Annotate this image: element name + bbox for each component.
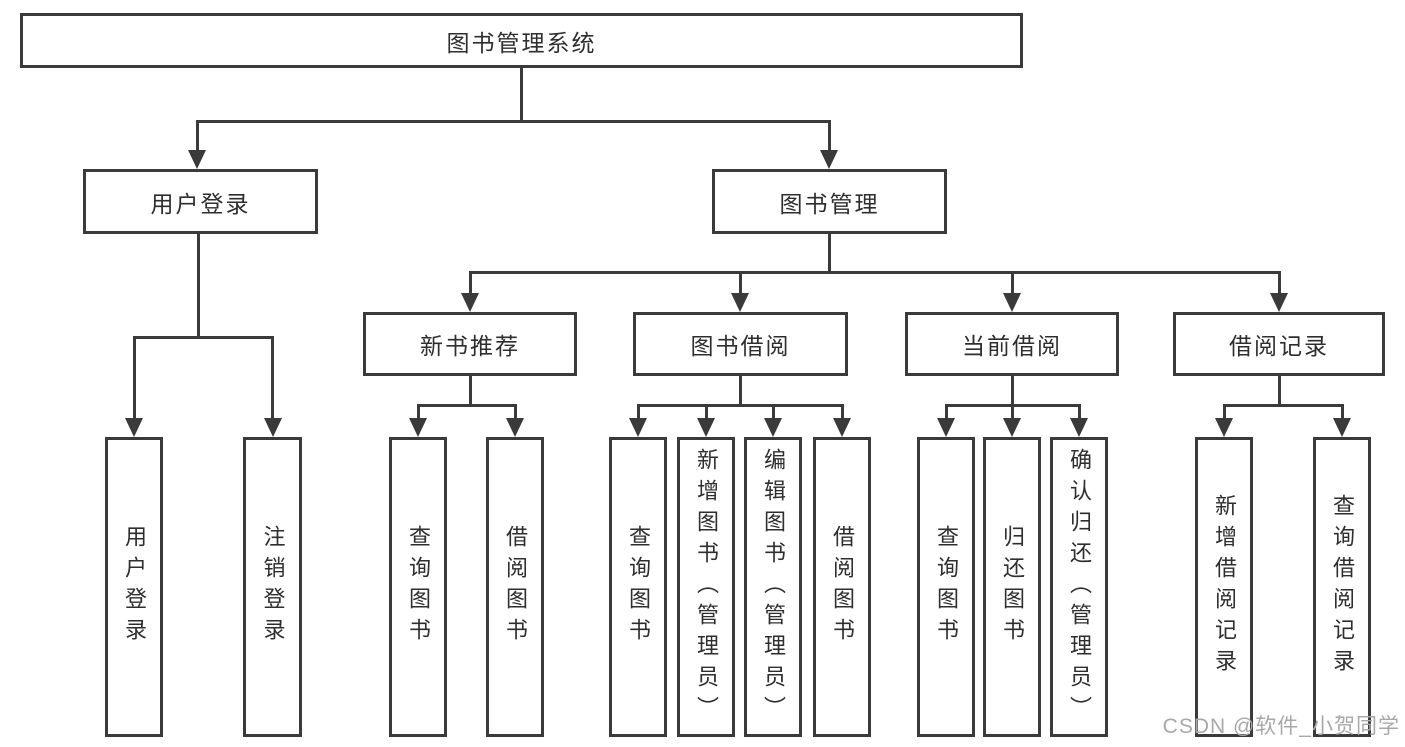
leaf-edit-books-admin-label: 编辑图书（管理员） [761, 447, 786, 727]
node-new-book-recommend: 新书推荐 [363, 312, 577, 376]
arrowhead-leaf [1215, 418, 1233, 437]
connector-stem-login-leaf2 [271, 336, 274, 421]
arrowhead-book-borrow [731, 293, 749, 312]
connector-stem-leaf [417, 404, 420, 422]
arrowhead-leaf [1003, 418, 1021, 437]
connector-stem-leaf [1341, 404, 1344, 422]
connector-stem-leaf [1223, 404, 1226, 422]
node-book-borrow-label: 图书借阅 [690, 333, 791, 359]
leaf-borrow-books-2-label: 借阅图书 [830, 525, 855, 649]
arrowhead-leaf [697, 418, 715, 437]
connector-new-books-horizontal [417, 404, 517, 407]
connector-stem-leaf [945, 404, 948, 422]
connector-stem-book-borrow [739, 271, 742, 296]
connector-borrow-records-down [1278, 376, 1281, 406]
connector-stem-new-books [469, 271, 472, 296]
arrowhead-leaf [629, 418, 647, 437]
watermark: CSDN @软件_小贺同学 [1162, 715, 1400, 738]
arrowhead-new-books [461, 293, 479, 312]
connector-book-borrow-horizontal [637, 404, 843, 407]
arrowhead-login-leaf1 [125, 418, 143, 437]
connector-level1-horizontal [196, 120, 831, 123]
leaf-query-borrow-record-label: 查询借阅记录 [1330, 494, 1355, 680]
node-book-management-label: 图书管理 [779, 190, 880, 217]
arrowhead-current-borrow [1003, 293, 1021, 312]
connector-root-stem [520, 68, 523, 121]
connector-stem-leaf [841, 404, 844, 422]
leaf-query-books-2: 查询图书 [609, 437, 667, 737]
connector-stem-user-login [196, 120, 199, 153]
connector-stem-leaf [514, 404, 517, 422]
connector-stem-current-borrow [1011, 271, 1014, 296]
node-borrow-records: 借阅记录 [1173, 312, 1385, 376]
node-current-borrow: 当前借阅 [905, 312, 1119, 376]
leaf-edit-books-admin: 编辑图书（管理员） [744, 437, 802, 737]
leaf-add-books-admin: 新增图书（管理员） [677, 437, 735, 737]
leaf-query-borrow-record: 查询借阅记录 [1313, 437, 1371, 737]
arrowhead-leaf [1070, 418, 1088, 437]
leaf-logout: 注销登录 [243, 437, 302, 737]
connector-stem-leaf [705, 404, 708, 422]
arrowhead-leaf [764, 418, 782, 437]
connector-new-books-down [469, 376, 472, 406]
arrowhead-leaf [409, 418, 427, 437]
arrowhead-leaf [833, 418, 851, 437]
node-root: 图书管理系统 [20, 13, 1023, 68]
arrowhead-user-login [188, 150, 206, 169]
connector-user-login-down [197, 234, 200, 337]
arrowhead-leaf [1333, 418, 1351, 437]
leaf-return-books: 归还图书 [983, 437, 1041, 737]
node-current-borrow-label: 当前借阅 [962, 333, 1062, 359]
leaf-query-books-2-label: 查询图书 [626, 525, 651, 649]
leaf-borrow-books-2: 借阅图书 [813, 437, 871, 737]
connector-stem-leaf [1078, 404, 1081, 422]
leaf-confirm-return-admin-label: 确认归还（管理员） [1067, 447, 1092, 727]
leaf-query-books-3: 查询图书 [917, 437, 975, 737]
connector-level3-horizontal [469, 271, 1281, 274]
leaf-user-login: 用户登录 [105, 437, 163, 737]
leaf-borrow-books-1: 借阅图书 [486, 437, 544, 737]
connector-stem-borrow-records [1278, 271, 1281, 296]
node-user-login-label: 用户登录 [150, 190, 251, 217]
arrowhead-leaf [937, 418, 955, 437]
connector-stem-login-leaf1 [133, 336, 136, 421]
connector-stem-leaf [772, 404, 775, 422]
leaf-add-borrow-record-label: 新增借阅记录 [1212, 494, 1237, 680]
leaf-query-books-1: 查询图书 [389, 437, 447, 737]
connector-stem-leaf [637, 404, 640, 422]
connector-stem-leaf [1011, 404, 1014, 422]
connector-user-login-horizontal [133, 336, 274, 339]
node-new-book-recommend-label: 新书推荐 [420, 333, 520, 359]
leaf-confirm-return-admin: 确认归还（管理员） [1050, 437, 1108, 737]
leaf-add-borrow-record: 新增借阅记录 [1195, 437, 1253, 737]
leaf-logout-label: 注销登录 [260, 525, 286, 649]
connector-current-borrow-down [1011, 376, 1014, 406]
leaf-query-books-1-label: 查询图书 [406, 525, 431, 649]
node-root-label: 图书管理系统 [446, 29, 597, 56]
node-book-management: 图书管理 [712, 169, 947, 234]
arrowhead-borrow-records [1270, 293, 1288, 312]
node-user-login: 用户登录 [83, 169, 318, 234]
node-book-borrow: 图书借阅 [633, 312, 848, 376]
node-borrow-records-label: 借阅记录 [1229, 333, 1329, 359]
leaf-return-books-label: 归还图书 [1000, 525, 1025, 649]
leaf-user-login-label: 用户登录 [122, 525, 147, 649]
arrowhead-login-leaf2 [264, 418, 282, 437]
connector-book-mgmt-down [828, 234, 831, 273]
connector-book-borrow-down [739, 376, 742, 406]
connector-stem-book-mgmt [828, 120, 831, 153]
arrowhead-leaf [506, 418, 524, 437]
leaf-borrow-books-1-label: 借阅图书 [503, 525, 528, 649]
arrowhead-book-mgmt [820, 150, 838, 169]
leaf-add-books-admin-label: 新增图书（管理员） [694, 447, 719, 727]
connector-borrow-records-horizontal [1223, 404, 1344, 407]
leaf-query-books-3-label: 查询图书 [934, 525, 959, 649]
